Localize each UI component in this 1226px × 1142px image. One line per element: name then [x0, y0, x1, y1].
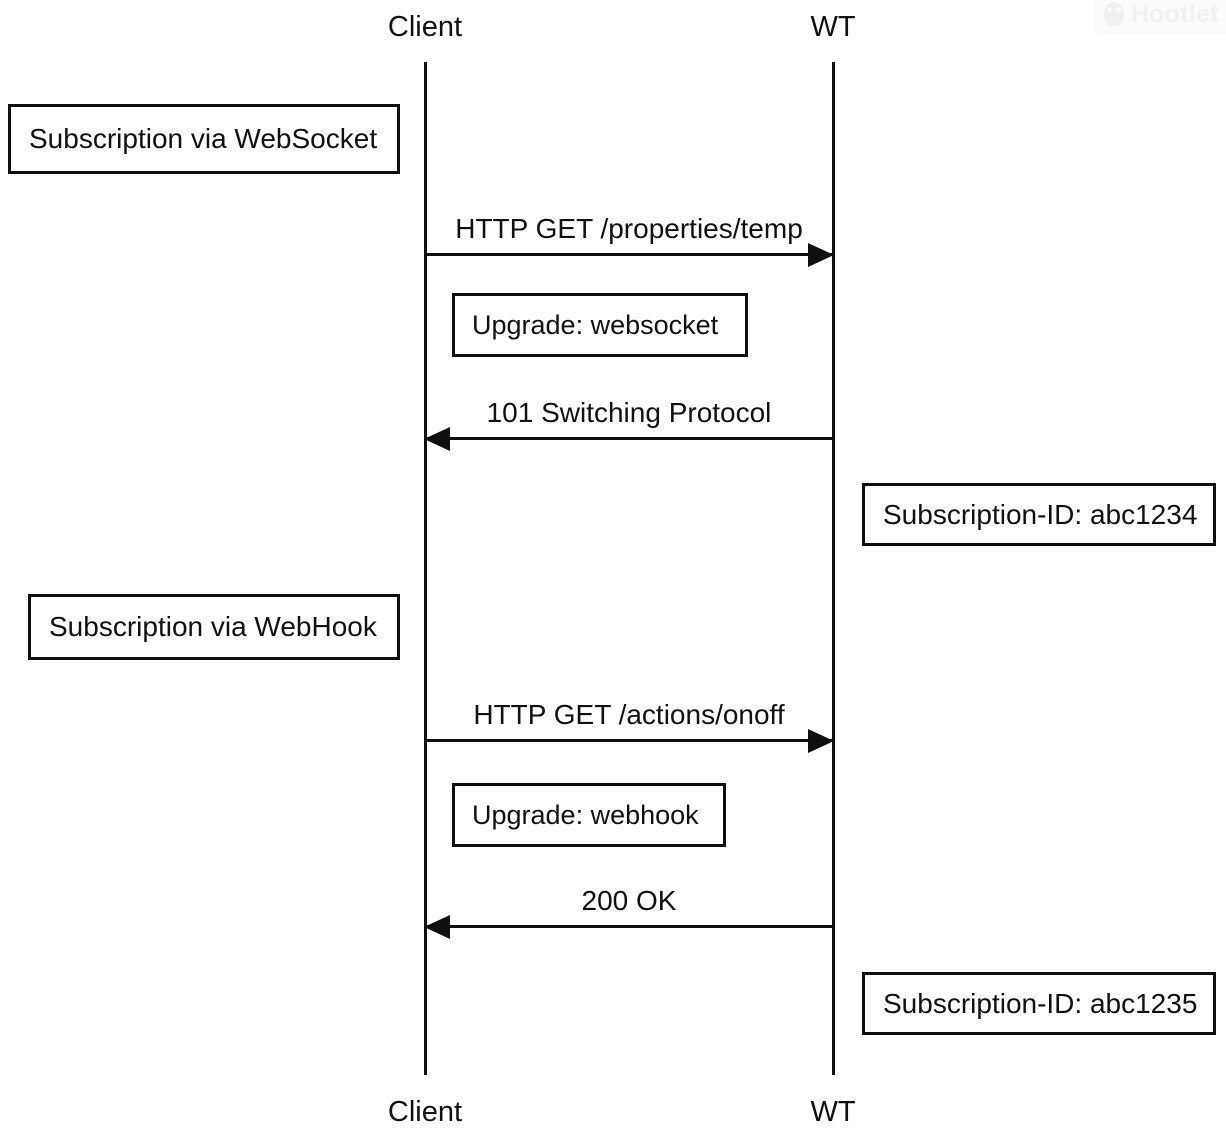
- owl-icon: [1104, 2, 1124, 26]
- message-label: HTTP GET /properties/temp: [455, 213, 803, 244]
- message-label: HTTP GET /actions/onoff: [473, 699, 785, 730]
- note-label: Subscription via WebSocket: [29, 123, 378, 154]
- participant-footer-client: Client: [387, 1096, 463, 1128]
- participant-header-wt: WT: [810, 11, 856, 43]
- note-subscription-via-websocket: Subscription via WebSocket: [8, 104, 400, 174]
- participant-header-client: Client: [387, 11, 463, 43]
- participant-footer-wt: WT: [810, 1096, 856, 1128]
- note-upgrade-websocket: Upgrade: websocket: [452, 293, 748, 357]
- note-label: Upgrade: websocket: [472, 309, 719, 340]
- note-label: Subscription-ID: abc1235: [883, 987, 1198, 1019]
- arrowhead-right-icon: [808, 243, 834, 267]
- lifeline-wt: [832, 62, 835, 1075]
- note-label: Subscription-ID: abc1234: [883, 498, 1198, 530]
- note-label: Subscription via WebHook: [49, 611, 377, 642]
- message-line: [425, 925, 833, 928]
- note-upgrade-webhook: Upgrade: webhook: [452, 783, 726, 847]
- message-line: [425, 437, 833, 440]
- arrowhead-left-icon: [424, 915, 450, 939]
- note-label: Upgrade: webhook: [472, 799, 699, 830]
- note-subscription-id-abc1235: Subscription-ID: abc1235: [862, 972, 1216, 1035]
- arrowhead-right-icon: [808, 729, 834, 753]
- message-line: [425, 739, 833, 742]
- message-line: [425, 253, 833, 256]
- arrowhead-left-icon: [424, 427, 450, 451]
- message-label: 101 Switching Protocol: [486, 397, 772, 428]
- hootlet-watermark: Hootlet: [1094, 0, 1226, 34]
- watermark-label: Hootlet: [1131, 0, 1219, 28]
- note-subscription-id-abc1234: Subscription-ID: abc1234: [862, 483, 1216, 546]
- message-label: 200 OK: [581, 885, 677, 916]
- lifeline-client: [424, 62, 427, 1075]
- note-subscription-via-webhook: Subscription via WebHook: [28, 594, 400, 660]
